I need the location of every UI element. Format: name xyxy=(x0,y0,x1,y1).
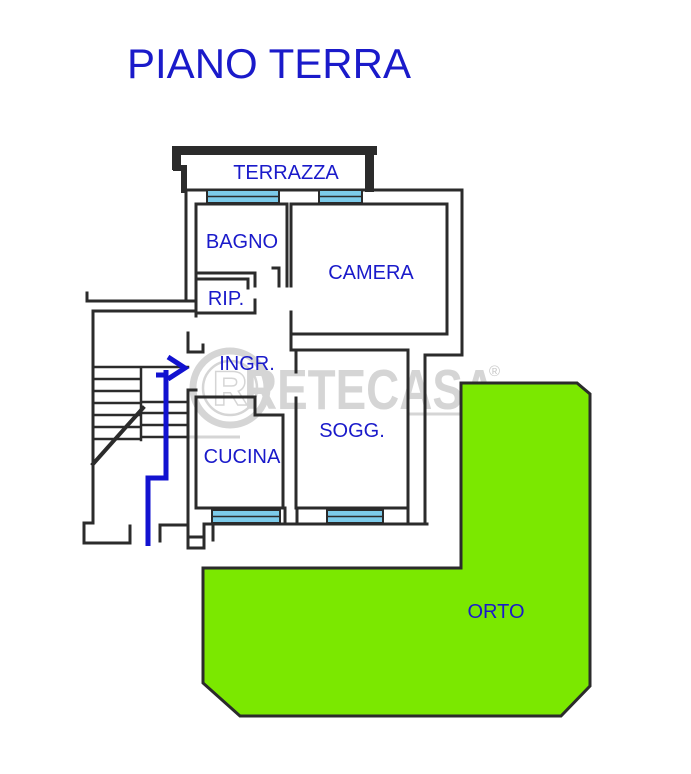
garden-label-orto: ORTO xyxy=(467,601,524,623)
room-label-rip: RIP. xyxy=(208,288,244,310)
watermark-logo-inner-ring xyxy=(201,359,259,417)
room-label-camera: CAMERA xyxy=(328,262,414,284)
garden-orto-area xyxy=(201,381,592,718)
watermark-brand-text: RETECASA xyxy=(244,358,496,422)
stair-break-line xyxy=(90,405,146,467)
terrace-window-right-icon xyxy=(318,189,363,204)
registered-trademark-icon: ® xyxy=(489,363,500,380)
room-label-bagno: BAGNO xyxy=(206,231,278,253)
sogg-window-icon xyxy=(326,509,384,524)
windows xyxy=(206,189,384,524)
entrance-path-line xyxy=(145,370,169,546)
watermark-logo-letter: R xyxy=(213,362,246,414)
room-label-sogg: SOGG. xyxy=(319,420,385,442)
staircase xyxy=(90,365,190,467)
watermark-logo-ring xyxy=(189,347,271,429)
terrace-window-left-icon xyxy=(206,189,280,204)
retecasa-watermark: R RETECASA ® xyxy=(164,347,503,439)
room-label-terrazza: TERRAZZA xyxy=(233,162,339,184)
terrace-outer-walls xyxy=(172,146,377,193)
room-label-ingr: INGR. xyxy=(219,353,275,375)
entrance-path-arrow xyxy=(145,354,190,546)
arrow-head-icon xyxy=(166,354,190,382)
room-label-cucina: CUCINA xyxy=(204,446,281,468)
page-title: PIANO TERRA xyxy=(127,40,411,87)
cucina-window-icon xyxy=(211,509,281,524)
